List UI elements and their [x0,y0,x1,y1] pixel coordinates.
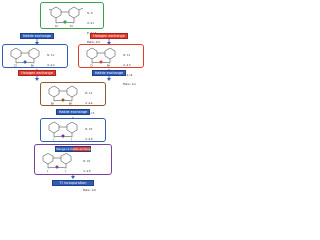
molecule-structure-bottom: I I [42,153,72,173]
atom-label-left: I [47,169,48,173]
atom-label-left: I [53,138,54,142]
atom-label-left: Cl [14,64,17,68]
param-list-bottom: N: 22 d: 4.8 E: 0.22 Ratio: 0.0 [83,154,96,199]
param-n: N: 14 [85,92,93,96]
param-d: d: 4.4 [85,102,93,106]
structure-box-top: Cl Cl N: 8 d: 4.1 E: 0.13 Ratio: 0.0 [40,2,104,44]
halogen-halide-exchange-button[interactable]: Halogen & Halide exchange [55,146,93,152]
param-ratio: Ratio: 0.2 [123,83,136,87]
halide-exchange-button-center[interactable]: Halide exchange [56,109,90,115]
structure-box-middle: Br Br N: 14 d: 4.4 E: 0.15 Ratio: 0.0 [40,82,106,124]
atom-label-right: Cl [70,24,73,28]
atom-label-right: Br [69,102,73,106]
atom-label-right: I [65,169,66,173]
param-d: d: 4.3 [123,64,131,68]
param-n: N: 18 [85,128,93,132]
param-d: d: 4.1 [87,22,95,26]
structure-box-left: Cl Br N: 12 d: 4.2 E: 0.18 Ratio: 0.3 [2,44,68,86]
param-ratio: Ratio: 0.0 [87,41,100,45]
param-ratio: Ratio: 0.0 [83,189,96,193]
molecule-structure-top: Cl Cl [48,6,84,28]
param-n: N: 22 [83,160,91,164]
param-n: N: 12 [47,54,55,58]
halide-exchange-button-left[interactable]: Halide exchange [20,33,54,39]
structure-box-right: Cl Br N: 12 d: 4.3 E: 0.14 Ratio: 0.2 [78,44,144,86]
molecule-structure-right: Cl Br [86,47,116,68]
param-d: d: 4.8 [83,170,91,174]
param-n: N: 8 [87,12,93,16]
molecule-structure-lower: I I [48,121,78,142]
atom-label-left: Cl [90,64,93,68]
param-d: d: 4.6 [85,138,93,142]
structure-box-lower: I I N: 18 d: 4.6 E: 0.20 Ratio: 0.0 [40,118,106,160]
ti-incorporation-button[interactable]: TI incorporation [52,180,94,186]
atom-label-left: Cl [55,24,58,28]
atom-label-left: Br [51,102,55,106]
molecule-structure-left: Cl Br [10,47,40,68]
param-n: N: 12 [123,54,131,58]
atom-label-right: Br [107,64,111,68]
halogen-exchange-button-left[interactable]: Halogen exchange [18,70,56,76]
param-d: d: 4.2 [47,64,55,68]
halide-exchange-button-right[interactable]: Halide exchange [92,70,126,76]
atom-label-right: Br [31,64,35,68]
molecule-structure-middle: Br Br [48,85,78,106]
atom-label-right: I [71,138,72,142]
halogen-exchange-button-right[interactable]: Halogen exchange [90,33,128,39]
structure-box-bottom: Halogen & Halide exchange I I N: 22 d: 4… [34,144,112,192]
